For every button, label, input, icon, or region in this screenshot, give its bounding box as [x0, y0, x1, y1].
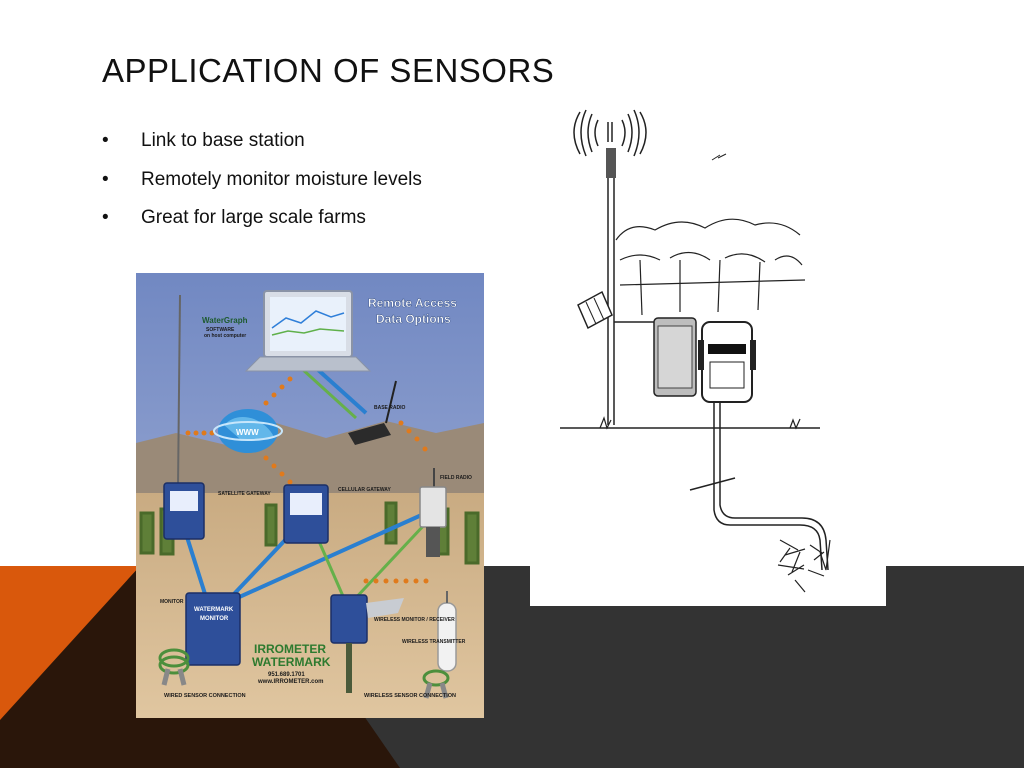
- poster-header-line1: Remote Access: [368, 296, 457, 310]
- globe-icon: WWW: [213, 409, 283, 453]
- slide-title: APPLICATION OF SENSORS: [102, 52, 555, 89]
- field-station-illustration: [530, 100, 886, 606]
- wireless-monitor-device: [330, 594, 404, 693]
- underground-cable: [689, 402, 829, 571]
- brand-website: www.IRROMETER.com: [257, 679, 323, 685]
- software-brand: WaterGraph: [202, 316, 248, 325]
- base-radio-icon: [348, 380, 397, 445]
- satellite-gateway-label: SATELLITE GATEWAY: [218, 491, 271, 497]
- wireless-monitor-label: WIRELESS MONITOR / RECEIVER: [374, 617, 455, 623]
- brand-watermark: WATERMARK: [252, 655, 331, 669]
- wireless-transmitter-label: WIRELESS TRANSMITTER: [402, 639, 466, 645]
- mast-pole: [606, 148, 616, 425]
- brand-phone: 951.689.1701: [268, 672, 305, 678]
- enclosure-box-sketch: [653, 317, 697, 397]
- antenna-pole: [177, 294, 181, 489]
- cellular-gateway-device: [283, 484, 329, 544]
- bullet-item: • Remotely monitor moisture levels: [102, 167, 422, 193]
- satellite-gateway-device: [163, 482, 205, 540]
- device-monitor-label: MONITOR: [200, 616, 229, 622]
- orange-signal-dots: [185, 376, 429, 584]
- bullet-text: Great for large scale farms: [141, 207, 366, 228]
- bullet-marker: •: [102, 130, 109, 151]
- bullet-item: • Great for large scale farms: [102, 205, 422, 231]
- device-watermark-label: WATERMARK: [194, 607, 234, 613]
- wireless-transmitter-device: [437, 591, 457, 672]
- bullet-list: • Link to base station • Remotely monitor …: [102, 128, 422, 244]
- bullet-marker: •: [102, 168, 109, 190]
- cellular-gateway-label: CELLULAR GATEWAY: [338, 487, 391, 493]
- tree-row-sketch: [615, 218, 806, 316]
- monitor-device: WATERMARK MONITOR: [185, 592, 241, 666]
- bullet-marker: •: [102, 207, 109, 228]
- wireless-sensors-icon: [422, 669, 450, 699]
- grass-tufts: [599, 416, 801, 430]
- wireless-sensor-caption: WIRELESS SENSOR CONNECTION: [364, 693, 456, 699]
- solar-panel-sketch: [577, 290, 613, 330]
- base-radio-label: BASE RADIO: [374, 405, 406, 411]
- wired-sensors-icon: [158, 648, 190, 686]
- software-caption2: on host computer: [204, 333, 246, 339]
- laptop-icon: [244, 290, 372, 372]
- datalogger-sketch: [698, 321, 756, 403]
- root-sensors-sketch: [777, 539, 831, 593]
- software-caption1: SOFTWARE: [206, 327, 235, 333]
- bullet-item: • Link to base station: [102, 128, 422, 154]
- www-label: WWW: [236, 428, 259, 437]
- bullet-text: Link to base station: [141, 130, 305, 151]
- bullet-text: Remotely monitor moisture levels: [141, 168, 422, 190]
- remote-access-poster-image: WWW WATERMARK MONITOR: [136, 273, 484, 718]
- field-radio-label: FIELD RADIO: [440, 475, 472, 481]
- poster-header-line2: Data Options: [376, 312, 451, 326]
- wired-sensor-caption: WIRED SENSOR CONNECTION: [164, 693, 246, 699]
- bird-sketch: [711, 153, 727, 161]
- monitor-label: MONITOR: [160, 599, 184, 605]
- radio-waves-icon: [573, 109, 647, 157]
- brand-irrometer: IRROMETER: [254, 642, 326, 656]
- field-radio-device: [419, 468, 447, 557]
